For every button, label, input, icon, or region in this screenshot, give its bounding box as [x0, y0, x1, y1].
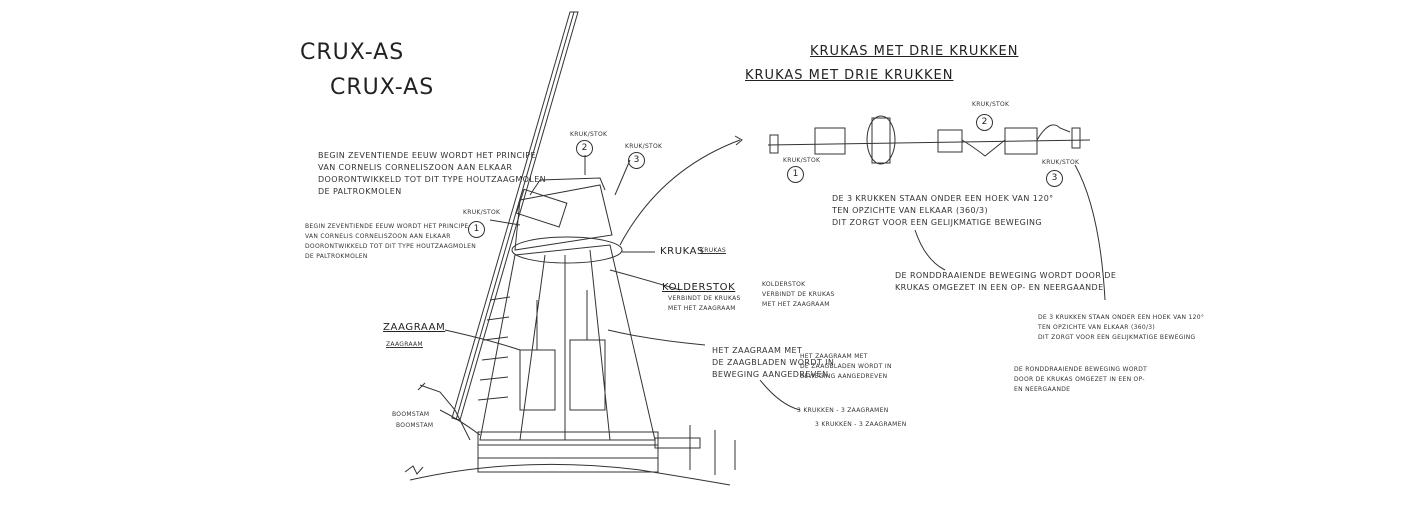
main-title-1: CRUX-AS: [300, 40, 405, 65]
mill-cap: [515, 185, 612, 250]
zaagraam-desc: Het zaagraam met de zaagbladen wordt in …: [712, 346, 835, 379]
wind-shaft: [516, 189, 567, 227]
crank-left-label: Kruk/stok: [783, 157, 821, 164]
zaagraam-label-2: ZAAGRAAM: [386, 341, 423, 348]
krukstok-label-mid: KRUK/STOK: [570, 131, 608, 138]
number-badge-3: 3: [628, 152, 645, 169]
right-title-2: KRUKAS MET DRIE KRUKKEN: [745, 68, 954, 83]
crank-right-label: Kruk/stok: [1042, 159, 1080, 166]
tail-beam: [420, 385, 470, 440]
rotation-note: De ronddraaiende beweging wordt door de …: [895, 271, 1117, 292]
rotation-note-small: De ronddraaiende beweging wordt door de …: [1014, 366, 1148, 393]
main-title-2: CRUX-AS: [330, 75, 435, 100]
krukstok-label-left: KRUK/STOK: [463, 209, 501, 216]
right-number-3: 3: [1046, 170, 1063, 187]
angle-note-small: De 3 krukken staan onder een hoek van 12…: [1038, 314, 1205, 341]
callout-arrow: [620, 140, 740, 245]
ground: [410, 464, 730, 485]
krukas-label: KRUKAS: [660, 246, 704, 257]
angle-note: De 3 krukken staan onder een hoek van 12…: [832, 194, 1054, 227]
zaagraam-label: ZAAGRAAM: [383, 322, 446, 333]
right-number-2: 2: [976, 114, 993, 131]
kolderstok-desc: Verbindt de krukas met het zaagraam: [668, 295, 741, 312]
boomstam-label-2: Boomstam: [396, 422, 434, 429]
kruk-zaag-note: 3 krukken - 3 zaagramen: [797, 407, 889, 414]
number-badge-1: 1: [468, 221, 485, 238]
crank-gear: [872, 118, 890, 163]
intro-text-2: Begin zeventiende eeuw wordt het princip…: [305, 223, 477, 260]
krukas-label-2: KRUKAS: [700, 247, 727, 254]
kolderstok-label: KOLDERSTOK: [662, 282, 736, 293]
zaagraam-frame-right: [570, 340, 605, 410]
crank-top-label: Kruk/stok: [972, 101, 1010, 108]
intro-text-1: Begin zeventiende eeuw wordt het princip…: [318, 151, 547, 196]
kruk-label-right: KRUK/STOK: [625, 143, 663, 150]
base-platform: [478, 432, 658, 472]
zaagraam-small: Het zaagraam met de zaagbladen wordt in …: [800, 353, 892, 380]
boomstam-label: Boomstam: [392, 411, 430, 418]
kolderstok-small: Kolderstok verbindt de krukas met het za…: [762, 281, 835, 308]
krukas-ellipse: [512, 237, 622, 263]
mill-body: [480, 245, 655, 440]
number-badge-2: 2: [576, 140, 593, 157]
log: [655, 438, 700, 448]
kruk-zaag-note-2: 3 krukken - 3 zaagramen: [815, 421, 907, 428]
right-number-1: 1: [787, 166, 804, 183]
right-title-1: KRUKAS MET DRIE KRUKKEN: [810, 44, 1019, 59]
